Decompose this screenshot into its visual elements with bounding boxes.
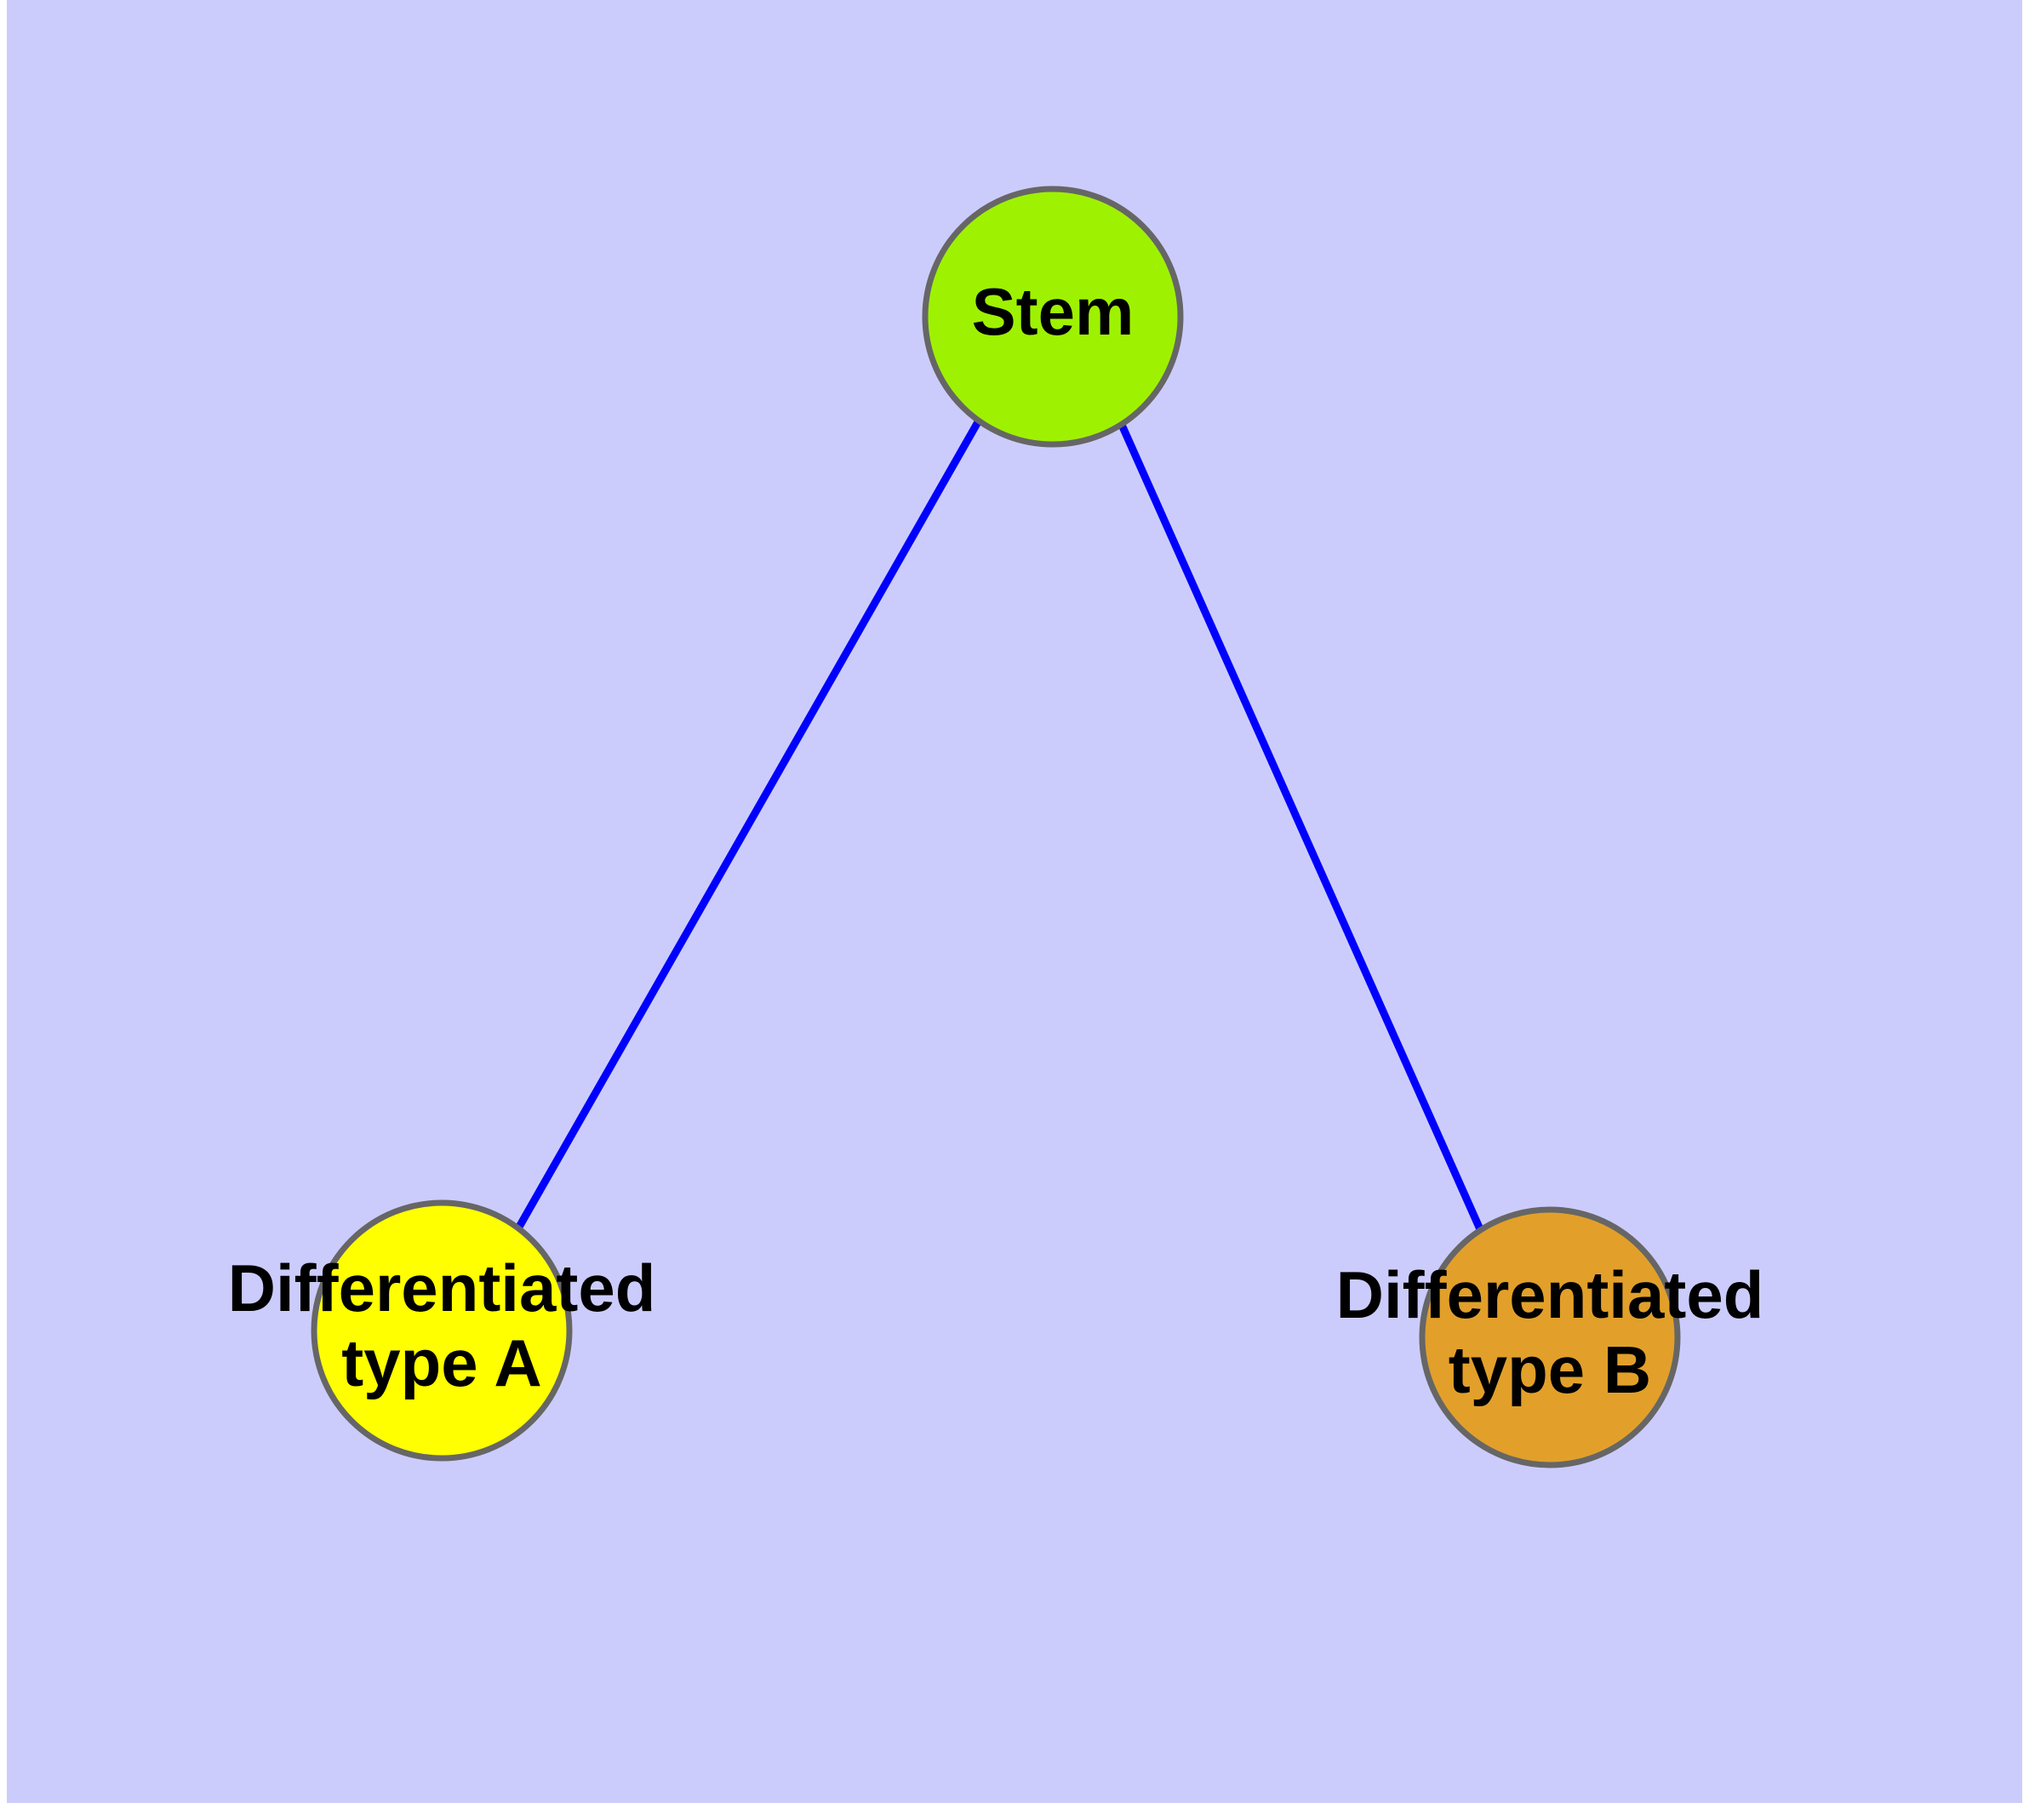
- edges-layer: [515, 418, 1484, 1231]
- edge-stem-diff-b: [1117, 423, 1484, 1231]
- node-label-line: type B: [1449, 1332, 1651, 1407]
- node-label-line: Stem: [972, 274, 1135, 349]
- node-stem[interactable]: Stem: [922, 186, 1184, 448]
- node-circle-stem[interactable]: [922, 186, 1184, 448]
- node-label-line: type A: [341, 1325, 542, 1400]
- node-label-line: Differentiated: [228, 1251, 656, 1325]
- edge-stem-diff-a: [515, 418, 982, 1231]
- node-circle-diff_b[interactable]: [1419, 1206, 1681, 1468]
- node-label-line: Differentiated: [1336, 1257, 1764, 1332]
- node-circle-diff_a[interactable]: [311, 1199, 573, 1462]
- node-label-stem: Stem: [972, 274, 1135, 349]
